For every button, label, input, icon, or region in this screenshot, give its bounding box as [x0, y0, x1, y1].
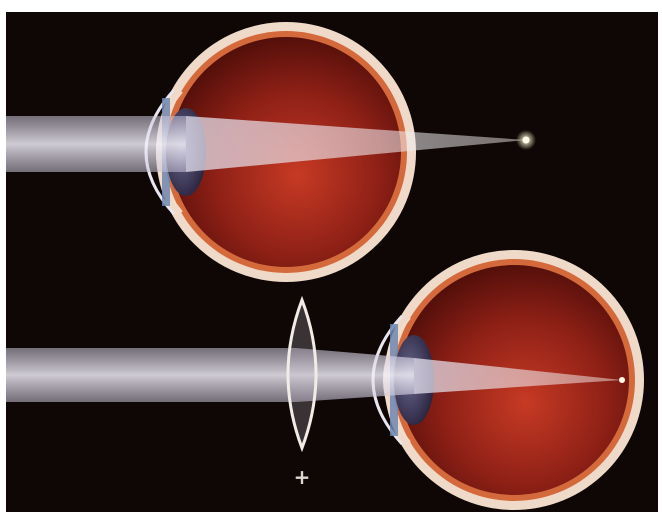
bottom-incoming-beam [6, 348, 296, 402]
eye-diagram [6, 12, 658, 512]
plus-lens [288, 300, 316, 448]
retina-focus-point [619, 377, 625, 383]
top-incoming-beam [6, 116, 186, 172]
illustration-panel: + [6, 12, 658, 512]
plus-lens-label: + [292, 467, 312, 487]
focus-point [523, 137, 530, 144]
